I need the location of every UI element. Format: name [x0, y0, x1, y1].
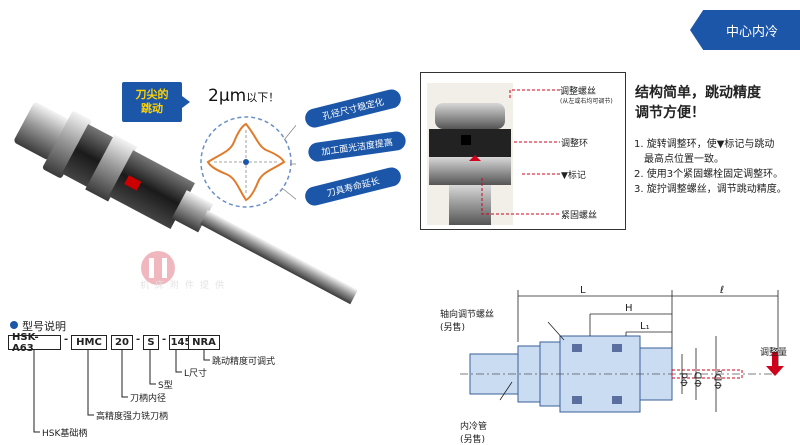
desc-hmc: 高精度强力铣刀柄: [96, 412, 169, 422]
label-mark: ▼标记: [561, 171, 586, 181]
tag-line-1: 刀尖的: [135, 88, 169, 101]
label-coolant-tube: 内冷管: [460, 422, 488, 432]
section-badge-label: 中心内冷: [725, 24, 778, 40]
code-separator: -: [136, 334, 141, 345]
code-text: 145: [170, 337, 192, 348]
summary-title: 结构简单，跳动精度 调节方便！: [635, 83, 761, 123]
code-text: HSK-A63: [12, 331, 39, 354]
tag-line-2: 跳动: [141, 102, 163, 115]
technical-drawing: [460, 290, 784, 413]
label-lock-screw: 紧固螺丝: [561, 211, 598, 221]
code-hmc: HMC: [71, 335, 107, 350]
dim-H: H: [625, 303, 633, 314]
label-adjust-screw: 调整螺丝: [560, 87, 597, 97]
adjust-callout-lines: [481, 89, 560, 215]
desc-diameter: 刀柄内径: [130, 394, 167, 404]
tool-holder-illustration: [14, 102, 358, 305]
dim-L1: L₁: [640, 321, 650, 332]
watermark-text: 机床附件提供: [140, 281, 231, 291]
code-diameter: 20: [111, 335, 133, 350]
adjust-photo-frame: [420, 72, 626, 230]
code-type: S: [143, 335, 159, 350]
bullet-dot: [10, 321, 18, 329]
dim-d: Φd: [679, 372, 691, 387]
dim-L: L: [580, 285, 586, 296]
step-1: 1. 旋转调整环，使▼标记与跳动: [634, 139, 775, 150]
step-1-cont: 最高点位置一致。: [644, 154, 724, 165]
model-title: 型号说明: [22, 320, 66, 333]
tip-runout-tag: 刀尖的 跳动: [122, 82, 190, 122]
summary-title-line-2: 调节方便！: [635, 105, 705, 121]
adjust-steps: 1. 旋转调整环，使▼标记与跳动 最高点位置一致。 2. 使用3个紧固螺栓固定调…: [634, 137, 787, 197]
desc-hsk: HSK基础柄: [42, 429, 88, 439]
runout-value: 2μm: [208, 86, 247, 106]
label-axial-screw: 轴向调节螺丝: [440, 310, 495, 320]
adjust-photo: [427, 83, 513, 225]
label-adjust-screw-note: (从左或右均可调节): [560, 98, 613, 105]
dim-l: ℓ: [720, 285, 725, 296]
code-text: HMC: [76, 337, 102, 348]
step-3: 3. 旋拧调整螺丝，调节跳动精度。: [634, 184, 787, 195]
code-text: S: [147, 337, 155, 348]
runout-spec: 2μm以下！: [208, 86, 279, 106]
code-nra: NRA: [188, 335, 220, 350]
dim-D: ΦD: [693, 371, 705, 388]
label-coolant-tube-note: (另售): [460, 435, 486, 445]
watermark-icon: [141, 251, 175, 285]
runout-suffix: 以下！: [246, 91, 280, 104]
section-badge: 中心内冷: [690, 10, 800, 50]
desc-length: L尺寸: [184, 369, 208, 379]
code-separator: -: [162, 334, 167, 345]
desc-type: S型: [158, 381, 173, 391]
step-2: 2. 使用3个紧固螺栓固定调整环。: [634, 169, 784, 180]
label-adjust-amount: 调整量: [760, 348, 788, 358]
code-hsk: HSK-A63: [8, 332, 61, 354]
desc-nra: 跳动精度可调式: [212, 357, 276, 367]
code-text: 20: [115, 337, 129, 348]
runout-circle-diagram: [200, 116, 296, 208]
dim-D1: ΦD₁: [713, 369, 725, 390]
watermark-logo: 机床附件提供: [138, 248, 308, 296]
code-separator: -: [64, 334, 69, 345]
model-leader-lines: [33, 350, 210, 433]
label-axial-screw-note: (另售): [440, 323, 466, 333]
label-adjust-ring: 调整环: [561, 139, 589, 149]
code-text: NRA: [192, 337, 216, 348]
summary-title-line-1: 结构简单，跳动精度: [635, 85, 761, 101]
